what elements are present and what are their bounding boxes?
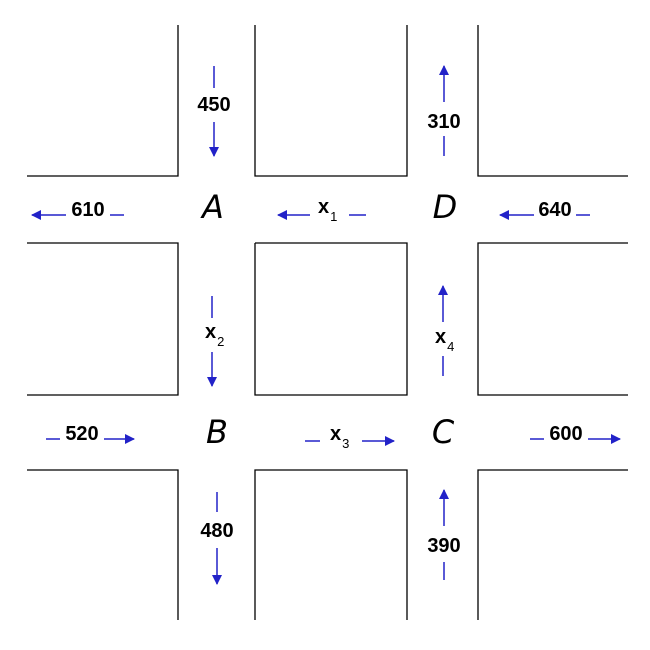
unknown-x2-sub: 2 bbox=[217, 334, 224, 349]
unknown-x3-var: x bbox=[330, 423, 341, 445]
block-middle-left bbox=[27, 242, 179, 396]
intersection-b-label: B bbox=[206, 413, 228, 451]
flow-label-310: 310 bbox=[427, 111, 460, 133]
block-bottom-right bbox=[477, 469, 628, 620]
flow-label-450: 450 bbox=[197, 94, 230, 116]
block-top-left bbox=[27, 25, 179, 177]
flow-label-520: 520 bbox=[65, 423, 98, 445]
unknown-x4-sub: 4 bbox=[447, 339, 454, 354]
block-bottom-left bbox=[27, 469, 179, 620]
unknown-x2-label: x2 bbox=[205, 321, 224, 349]
unknown-x3-label: x3 bbox=[330, 423, 349, 451]
intersection-d-label: D bbox=[433, 188, 458, 226]
unknown-x1-var: x bbox=[318, 196, 329, 218]
intersection-c-label: C bbox=[432, 413, 455, 451]
flow-label-600: 600 bbox=[549, 423, 582, 445]
street-walls bbox=[27, 25, 628, 620]
unknown-x4-var: x bbox=[435, 326, 446, 348]
block-middle-right bbox=[477, 242, 628, 396]
block-top-right bbox=[477, 25, 628, 177]
unknown-x2-var: x bbox=[205, 321, 216, 343]
unknown-x4-label: x4 bbox=[435, 326, 454, 354]
block-top-middle bbox=[254, 25, 408, 177]
block-center bbox=[254, 242, 408, 396]
flow-label-640: 640 bbox=[538, 199, 571, 221]
flow-label-480: 480 bbox=[200, 520, 233, 542]
block-bottom-middle bbox=[254, 469, 408, 620]
unknown-x3-sub: 3 bbox=[342, 436, 349, 451]
intersection-a-label: A bbox=[200, 188, 224, 226]
unknown-x1-label: x1 bbox=[318, 196, 337, 224]
unknown-x1-sub: 1 bbox=[330, 209, 337, 224]
flow-label-390: 390 bbox=[427, 535, 460, 557]
flow-label-610: 610 bbox=[71, 199, 104, 221]
